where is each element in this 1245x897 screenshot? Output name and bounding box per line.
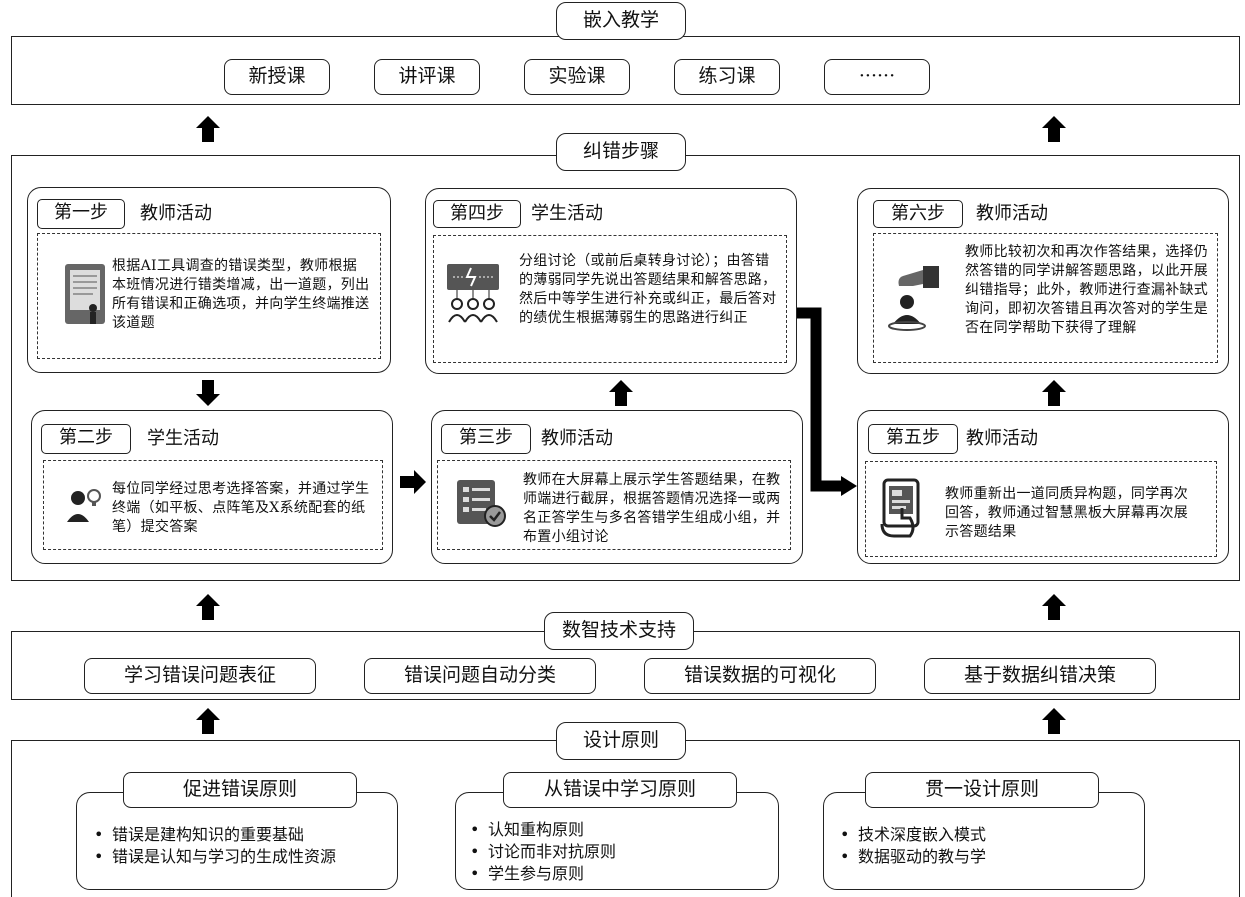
step5-content <box>865 461 1217 557</box>
student-thinking-icon <box>64 488 104 524</box>
list-item: 数据驱动的教与学 <box>832 846 1132 868</box>
arrow-up-icon <box>196 594 220 620</box>
arrow-up-icon <box>196 708 220 734</box>
step1-label: 第一步 <box>37 199 125 229</box>
hand-pick-person-icon <box>883 262 943 332</box>
step2-text: 每位同学经过思考选择答案，并通过学生终端（如平板、点阵笔及X系统配套的纸笔）提交… <box>112 481 370 535</box>
step2-content <box>43 460 383 550</box>
checklist-icon <box>455 478 507 528</box>
tablet-touch-icon <box>880 478 924 538</box>
step6-content <box>873 233 1218 363</box>
lesson-type-new: 新授课 <box>224 59 330 95</box>
principles-title: 设计原则 <box>556 722 686 760</box>
step5-text: 教师重新出一道同质异构题，同学再次回答，教师通过智慧黑板大屏幕再次展示答题结果 <box>945 486 1189 540</box>
step1-role: 教师活动 <box>140 203 212 224</box>
step3-text: 教师在大屏幕上展示学生答题结果，在教师端进行截屏，根据答题情况选择一或两名正答学… <box>523 472 781 545</box>
tech-item-decision: 基于数据纠错决策 <box>924 658 1156 694</box>
tech-item-representation: 学习错误问题表征 <box>84 658 316 694</box>
lesson-type-experiment: 实验课 <box>524 59 630 95</box>
tech-item-classification: 错误问题自动分类 <box>364 658 596 694</box>
step2-role: 学生活动 <box>147 428 219 449</box>
embed-title: 嵌入教学 <box>556 2 686 40</box>
step3-label: 第三步 <box>441 424 531 454</box>
principle-group-3-title: 贯一设计原则 <box>865 772 1099 808</box>
principle-group-1-title: 促进错误原则 <box>123 772 357 808</box>
arrow-up-icon <box>1042 380 1066 406</box>
principle-group-2-title: 从错误中学习原则 <box>503 772 737 808</box>
step4-label: 第四步 <box>433 200 521 228</box>
list-item: 学生参与原则 <box>462 863 762 885</box>
arrow-up-icon <box>1042 116 1066 142</box>
lesson-type-review: 讲评课 <box>374 59 480 95</box>
step4-role: 学生活动 <box>531 203 603 224</box>
principle-group-2-list: 认知重构原则 讨论而非对抗原则 学生参与原则 <box>462 819 762 885</box>
principle-group-1-list: 错误是建构知识的重要基础 错误是认知与学习的生成性资源 <box>86 824 386 868</box>
step1-content <box>37 233 381 359</box>
tablet-reading-icon <box>63 262 107 326</box>
list-item: 讨论而非对抗原则 <box>462 841 762 863</box>
list-item: 错误是建构知识的重要基础 <box>86 824 386 846</box>
tech-item-visualization: 错误数据的可视化 <box>644 658 876 694</box>
arrow-up-icon <box>1042 708 1066 734</box>
step5-role: 教师活动 <box>966 428 1038 449</box>
step3-role: 教师活动 <box>541 428 613 449</box>
tech-title: 数智技术支持 <box>544 612 694 650</box>
step6-text: 教师比较初次和再次作答结果，选择仍然答错的同学讲解答题思路，以此开展纠错指导；此… <box>965 244 1209 336</box>
step2-label: 第二步 <box>41 424 131 454</box>
steps-title: 纠错步骤 <box>556 133 686 171</box>
step2-card <box>31 410 393 564</box>
arrow-up-icon <box>196 116 220 142</box>
list-item: 错误是认知与学习的生成性资源 <box>86 846 386 868</box>
step1-text: 根据AI工具调查的错误类型，教师根据本班情况进行错类增减，出一道题，列出所有错误… <box>112 258 370 331</box>
step5-label: 第五步 <box>868 424 958 454</box>
group-discussion-icon <box>445 262 501 324</box>
list-item: 技术深度嵌入模式 <box>832 824 1132 846</box>
list-item: 认知重构原则 <box>462 819 762 841</box>
arrow-right-icon <box>400 470 426 494</box>
step4-content <box>433 235 787 363</box>
principle-group-3-list: 技术深度嵌入模式 数据驱动的教与学 <box>832 824 1132 868</box>
step4-text: 分组讨论（或前后桌转身讨论）；由答错的薄弱同学先说出答题结果和解答思路，然后中等… <box>519 253 777 326</box>
step3-content <box>437 460 791 550</box>
step6-role: 教师活动 <box>976 203 1048 224</box>
lesson-type-more: ······ <box>824 59 930 95</box>
arrow-up-icon <box>609 380 633 406</box>
step6-label: 第六步 <box>873 200 963 228</box>
arrow-up-icon <box>1042 594 1066 620</box>
arrow-down-icon <box>196 380 220 406</box>
lesson-type-practice: 练习课 <box>674 59 780 95</box>
connector-arrow <box>797 306 859 496</box>
